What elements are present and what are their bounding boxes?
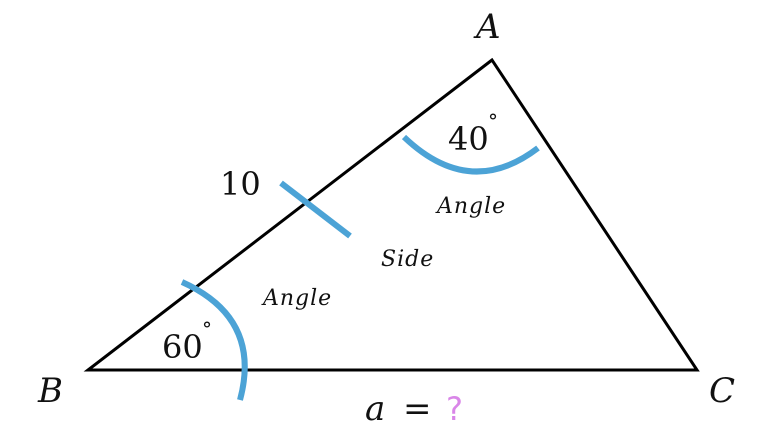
side-ab-tick	[279, 180, 352, 239]
vertex-b-label: B	[37, 371, 63, 411]
unknown-side-variable: a	[365, 389, 385, 429]
unknown-side-equals: =	[403, 389, 432, 429]
angle-b-arc	[180, 279, 248, 401]
side-ab-length: 10	[220, 165, 261, 203]
angle-b-degree: °	[202, 317, 212, 341]
side-annotation: Side	[381, 247, 434, 272]
vertex-a-label: A	[473, 7, 501, 47]
angle-a-annotation: Angle	[435, 194, 506, 219]
angle-a-value: 40	[448, 120, 489, 158]
angle-a-arc	[401, 134, 540, 175]
triangle-abc	[83, 57, 700, 372]
angle-b-annotation: Angle	[261, 286, 332, 311]
angle-b-value: 60	[162, 328, 203, 366]
vertex-c-label: C	[709, 371, 735, 411]
angle-a-degree: °	[488, 109, 498, 133]
unknown-side-question-mark: ?	[446, 390, 463, 428]
